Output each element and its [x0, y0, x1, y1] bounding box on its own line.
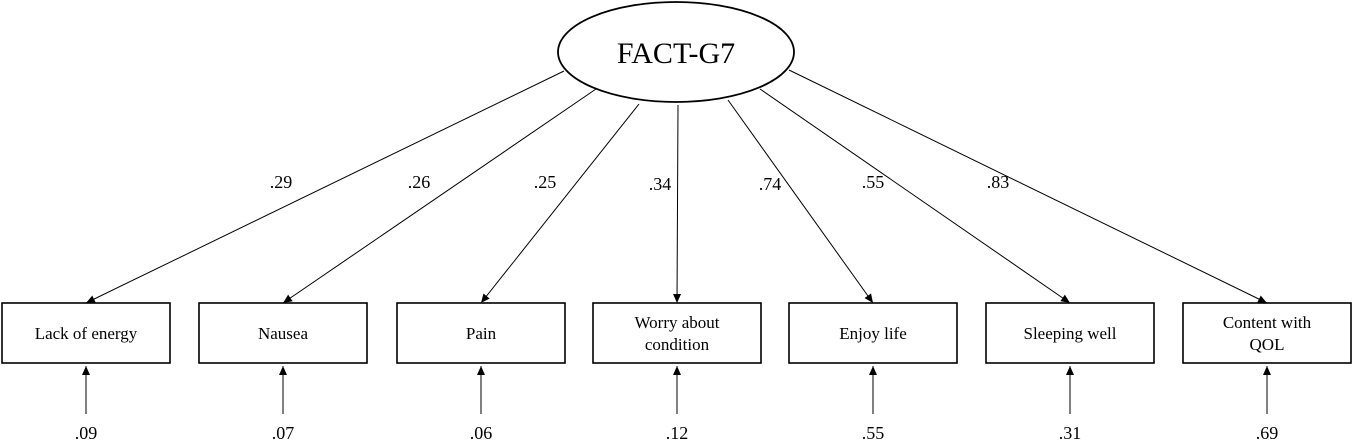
loading-label-enjoy-life: .74: [759, 174, 782, 194]
indicator-box: [788, 302, 958, 364]
indicator-node-pain: Pain: [396, 302, 566, 364]
latent-factor-node: FACT-G7: [557, 1, 795, 103]
loading-path-content-with-qol: [788, 69, 1268, 304]
indicator-node-nausea: Nausea: [198, 302, 368, 364]
error-label-sleeping-well: .31: [1059, 423, 1082, 443]
indicator-box: [985, 302, 1155, 364]
loading-path-pain: [480, 103, 640, 304]
latent-factor-label: FACT-G7: [617, 37, 735, 70]
loading-label-sleeping-well: .55: [862, 172, 885, 192]
error-label-nausea: .07: [272, 423, 295, 443]
edges-layer: [82, 69, 1271, 414]
indicator-box: [1182, 302, 1352, 364]
loading-label-pain: .25: [534, 172, 557, 192]
indicator-node-lack-of-energy: Lack of energy: [1, 302, 171, 364]
indicator-box: [592, 302, 762, 364]
loading-path-enjoy-life: [727, 99, 874, 304]
coefficients-layer: .29 .09 .26 .07 .25 .06 .34 .12 .74 .55 .55 .31 .83.…: [75, 172, 1279, 443]
loading-label-lack-of-energy: .29: [270, 172, 293, 192]
indicator-label: QOL: [1250, 335, 1285, 354]
indicator-box: [198, 302, 368, 364]
indicator-node-sleeping-well: Sleeping well: [985, 302, 1155, 364]
loading-path-lack-of-energy: [85, 70, 565, 304]
error-label-pain: .06: [470, 423, 493, 443]
error-label-lack-of-energy: .09: [75, 423, 98, 443]
error-label-content-with-qol: .69: [1256, 423, 1279, 443]
indicator-label: Nausea: [258, 324, 308, 343]
indicator-label: Sleeping well: [1023, 324, 1116, 343]
loading-path-worry-about-condition: [673, 104, 682, 304]
latent-factor-ellipse: [557, 1, 795, 103]
indicators-layer: Lack of energy Nausea Pain Worry about condi…: [1, 302, 1352, 364]
indicator-label: Worry about: [634, 313, 719, 332]
error-label-worry-about-condition: .12: [666, 423, 689, 443]
loading-path-nausea: [282, 88, 597, 304]
loading-label-content-with-qol: .83: [987, 172, 1010, 192]
indicator-box: [396, 302, 566, 364]
indicator-label: Lack of energy: [35, 324, 138, 343]
loading-label-worry-about-condition: .34: [649, 174, 672, 194]
indicator-box: [1, 302, 171, 364]
indicator-node-enjoy-life: Enjoy life: [788, 302, 958, 364]
error-label-enjoy-life: .55: [862, 423, 885, 443]
loading-label-nausea: .26: [408, 172, 431, 192]
indicator-node-worry-about-condition: Worry about condition: [592, 302, 762, 364]
indicator-label: Content with: [1223, 313, 1312, 332]
indicator-label: Pain: [466, 324, 497, 343]
loading-path-sleeping-well: [759, 88, 1071, 304]
indicator-label: condition: [645, 335, 710, 354]
indicator-label: Enjoy life: [839, 324, 907, 343]
